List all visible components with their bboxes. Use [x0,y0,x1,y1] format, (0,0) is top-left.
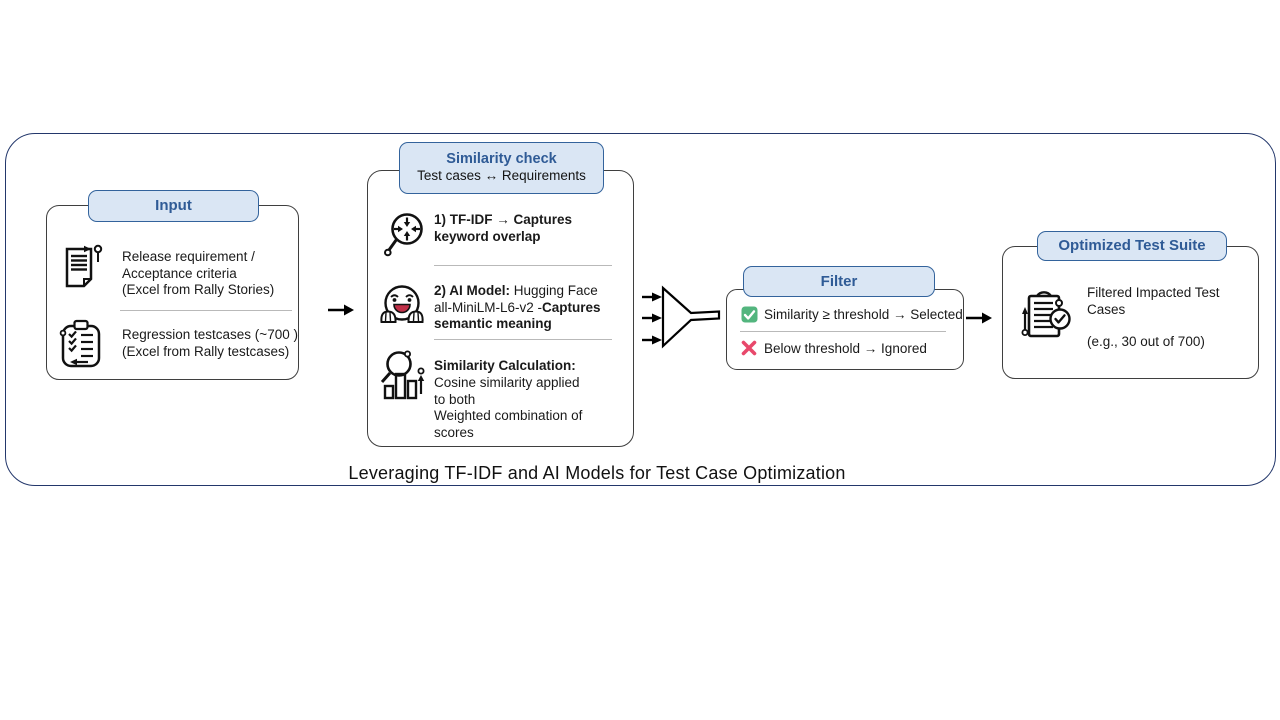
hugging-face-icon [379,283,425,329]
similarity-subheader-label: Test cases ↔ Requirements [417,167,586,183]
filter-item-1-text: Similarity ≥ threshold → Selected [764,307,963,322]
optimized-header-label: Optimized Test Suite [1058,237,1206,255]
sim-item-2-tail: Captures semantic meaning [434,299,601,332]
sim-item-1-text: 1) TF-IDF → Captures keyword overlap [434,212,573,244]
input-header-label: Input [155,197,192,215]
check-icon [741,306,758,323]
input-divider [120,310,292,311]
sim-item-2-text: 2) AI Model: Hugging Face all-MiniLM-L6-… [434,283,624,333]
funnel-icon [640,283,725,351]
optimized-text-2: (e.g., 30 out of 700) [1087,334,1205,349]
sim-item-3-title: Similarity Calculation: [434,358,576,373]
sim-item-2-lead: 2) AI Model: [434,283,510,298]
optimized-box [1002,246,1259,379]
sim-item-3-body: Cosine similarity applied to both Weight… [434,375,583,440]
input-item-2-text: Regression testcases (~700 ) (Excel from… [122,327,298,359]
input-box [46,205,299,380]
filter-divider [740,331,946,332]
memo-icon [60,243,104,293]
filter-item-2-text: Below threshold → Ignored [764,341,927,356]
optimized-text-1: Filtered Impacted Test Cases [1087,285,1220,317]
chart-magnifier-icon [378,348,426,402]
cross-icon [741,340,757,356]
similarity-header: Similarity check Test cases ↔ Requiremen… [399,142,604,194]
diagram-caption: Leveraging TF-IDF and AI Models for Test… [348,463,846,483]
magnifier-focus-icon [382,210,426,264]
similarity-header-label: Similarity check [446,151,557,168]
filter-header-label: Filter [820,272,858,290]
input-item-1-text: Release requirement / Acceptance criteri… [122,249,275,297]
flow-arrow-2-icon [966,311,992,325]
sim-item-2-mid: Hugging Face all-MiniLM-L6-v2 - [434,283,598,315]
clipboard-check-icon [1020,286,1072,342]
outer-frame [5,133,1276,486]
optimized-header: Optimized Test Suite [1037,231,1227,261]
clipboard-checklist-icon [58,318,104,370]
sim-divider-2 [434,339,612,340]
input-header: Input [88,190,259,222]
flow-arrow-1-icon [328,303,354,317]
filter-box [726,289,964,370]
filter-header: Filter [743,266,935,297]
sim-divider-1 [434,265,612,266]
